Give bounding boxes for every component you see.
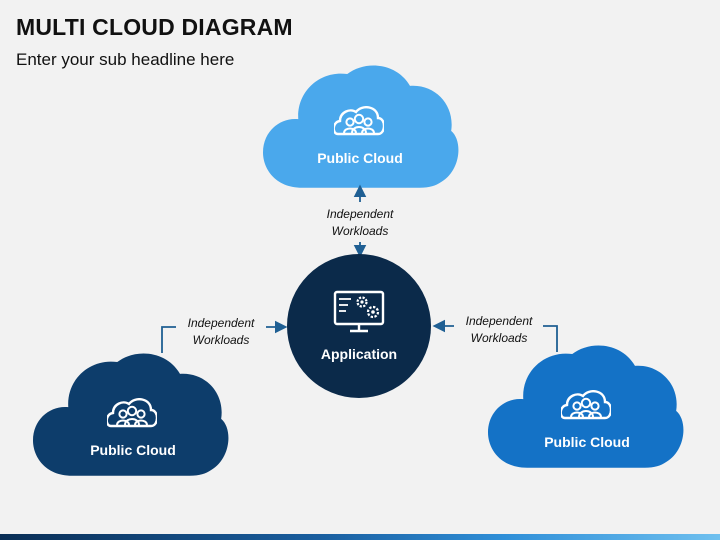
public-cloud-left: Public Cloud — [33, 353, 229, 476]
connector-right-elbow — [543, 325, 558, 352]
connector-right — [432, 319, 558, 352]
connector-left-elbow — [161, 326, 176, 353]
connector-left — [161, 320, 288, 353]
connector-label-left-line2: Workloads — [193, 333, 250, 347]
application-label: Application — [321, 346, 397, 362]
connector-label-right-line2: Workloads — [471, 331, 528, 345]
public-cloud-right: Public Cloud — [488, 345, 684, 468]
connector-label-top-line1: Independent — [327, 207, 394, 221]
bottom-accent-bar — [0, 534, 720, 540]
monitor-gears-icon — [333, 290, 385, 333]
page-subtitle: Enter your sub headline here — [16, 50, 235, 69]
cloud-label-left: Public Cloud — [90, 442, 176, 458]
cloud-label-top: Public Cloud — [317, 150, 403, 166]
page-title: MULTI CLOUD DIAGRAM — [16, 14, 293, 40]
application-node: Application — [287, 254, 431, 398]
cloud-label-right: Public Cloud — [544, 434, 630, 450]
connector-label-top-line2: Workloads — [332, 224, 389, 238]
public-cloud-top: Public Cloud — [263, 65, 459, 188]
connector-label-left-line1: Independent — [188, 316, 255, 330]
connector-label-right-line1: Independent — [466, 314, 533, 328]
